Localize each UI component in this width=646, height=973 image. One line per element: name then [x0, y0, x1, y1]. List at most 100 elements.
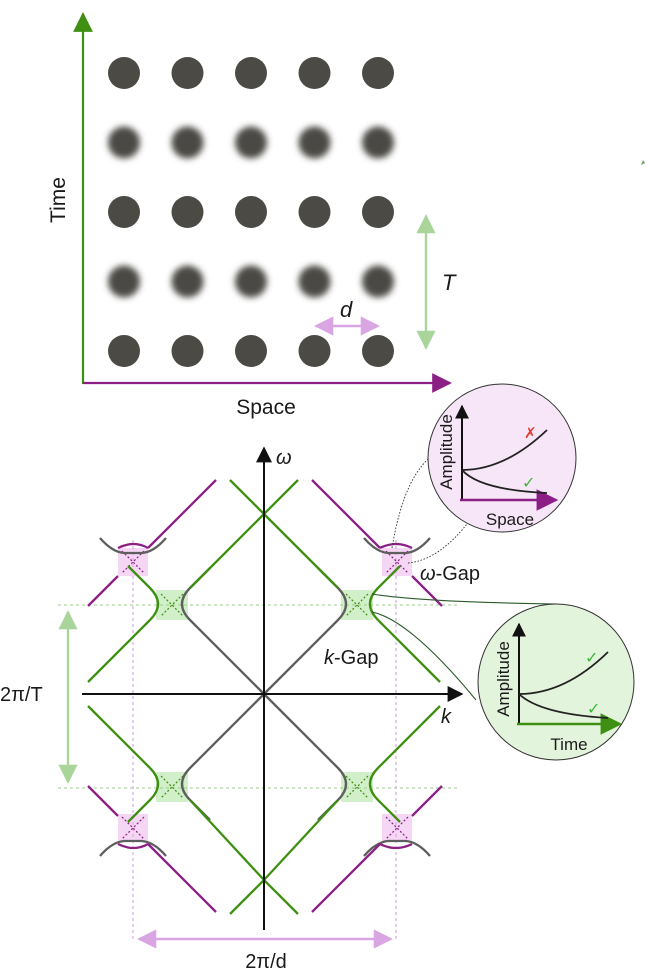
crossing	[160, 593, 184, 617]
crossing	[345, 593, 369, 617]
time-inset-decaying-curve	[518, 693, 609, 719]
space-inset-connector	[407, 519, 471, 564]
purple-band	[379, 542, 413, 550]
purple-band	[117, 542, 149, 550]
green-band	[189, 799, 265, 881]
dispersion-panel: ω k 2π/T 2π/d ω-Gap k-Gap	[0, 446, 480, 973]
space-inset: Amplitude Space ✗ ✓	[391, 383, 577, 564]
green-band	[368, 565, 401, 621]
grey-band	[363, 537, 431, 555]
blurred-lattice-dot	[298, 265, 331, 298]
purple-band	[87, 785, 119, 817]
purple-band	[311, 843, 381, 913]
crossing	[121, 550, 145, 574]
purple-band	[311, 479, 381, 549]
crossing	[160, 775, 184, 799]
lattice-dot	[235, 335, 267, 367]
time-axis-label: Time	[47, 177, 70, 223]
time-inset-circle	[477, 603, 635, 761]
blurred-lattice-dot	[362, 126, 394, 159]
grey-bands	[99, 537, 431, 857]
green-band	[189, 513, 265, 589]
grey-band	[263, 693, 348, 821]
blurred-lattice-dot	[298, 126, 331, 159]
purple-bands	[87, 479, 443, 913]
blurred-lattice-dot	[108, 126, 140, 159]
lattice-dot	[235, 57, 267, 89]
lattice-dot	[171, 57, 204, 89]
stray-mark	[641, 160, 645, 165]
green-band	[263, 799, 339, 881]
lattice-dot	[108, 196, 140, 228]
green-band	[263, 513, 339, 589]
omega-axis-label: ω	[276, 447, 292, 469]
time-inset-check-icon-upper: ✓	[585, 648, 598, 667]
space-inset-check-icon: ✓	[522, 473, 535, 492]
lattice-dot	[298, 57, 331, 89]
purple-band	[147, 479, 217, 549]
green-bands	[87, 479, 441, 915]
grey-band	[99, 839, 167, 857]
lattice-dot	[362, 196, 394, 228]
space-inset-growing-curve	[461, 429, 548, 471]
k-period-label: 2π/d	[245, 951, 287, 973]
green-band	[127, 565, 160, 621]
lattice-dot	[108, 57, 140, 89]
space-inset-decaying-curve	[461, 469, 548, 494]
green-band	[87, 705, 151, 769]
lattice-dots	[108, 57, 394, 367]
time-inset: Amplitude Time ✓ ✓	[371, 593, 635, 761]
lattice-dot	[235, 196, 267, 228]
green-band	[377, 619, 441, 683]
purple-band	[379, 842, 413, 850]
purple-band	[117, 842, 149, 850]
space-axis-label: Space	[236, 396, 296, 419]
reference-lines	[58, 540, 458, 940]
lattice-dot	[362, 57, 394, 89]
lattice-dot	[171, 335, 204, 367]
period-label: T	[442, 270, 457, 295]
time-inset-x-label: Time	[550, 735, 587, 754]
lattice-dot	[298, 335, 331, 367]
grey-band	[180, 693, 265, 821]
blurred-lattice-dot	[235, 265, 267, 298]
purple-band	[411, 785, 443, 817]
green-band	[127, 767, 160, 823]
green-band	[377, 705, 441, 769]
green-band	[87, 619, 151, 683]
gap-crossings	[121, 550, 409, 840]
crossing	[121, 816, 145, 840]
lattice-dot	[362, 335, 394, 367]
blurred-lattice-dot	[171, 265, 204, 298]
lattice-dot	[298, 196, 331, 228]
crossing	[345, 775, 369, 799]
time-inset-check-icon-lower: ✓	[587, 699, 600, 718]
space-inset-x-label: Space	[486, 510, 534, 529]
purple-band	[411, 575, 443, 607]
blurred-lattice-dot	[362, 265, 394, 298]
lattice-dot	[108, 335, 140, 367]
space-inset-cross-icon: ✗	[524, 424, 537, 442]
blurred-lattice-dot	[235, 126, 267, 159]
blurred-lattice-dot	[108, 265, 140, 298]
k-axis-label: k	[441, 706, 452, 728]
time-inset-growing-curve	[518, 651, 609, 695]
grey-band	[180, 567, 265, 695]
time-inset-y-label: Amplitude	[494, 641, 513, 717]
purple-band	[87, 575, 119, 607]
green-band	[368, 767, 401, 823]
grey-band	[99, 537, 167, 555]
grey-band	[263, 567, 348, 695]
lattice-panel: Time Space T d	[47, 12, 457, 419]
omega-gap-label: ω-Gap	[420, 563, 480, 585]
crossing	[385, 816, 409, 840]
grey-band	[363, 839, 431, 857]
time-inset-connector	[371, 593, 557, 605]
omega-period-label: 2π/T	[0, 684, 43, 706]
blurred-lattice-dot	[171, 126, 204, 159]
purple-band	[147, 843, 217, 913]
space-inset-y-label: Amplitude	[437, 414, 456, 490]
time-inset-connector	[371, 611, 477, 701]
k-gap-label: k-Gap	[324, 647, 378, 669]
spacing-label: d	[340, 297, 353, 322]
